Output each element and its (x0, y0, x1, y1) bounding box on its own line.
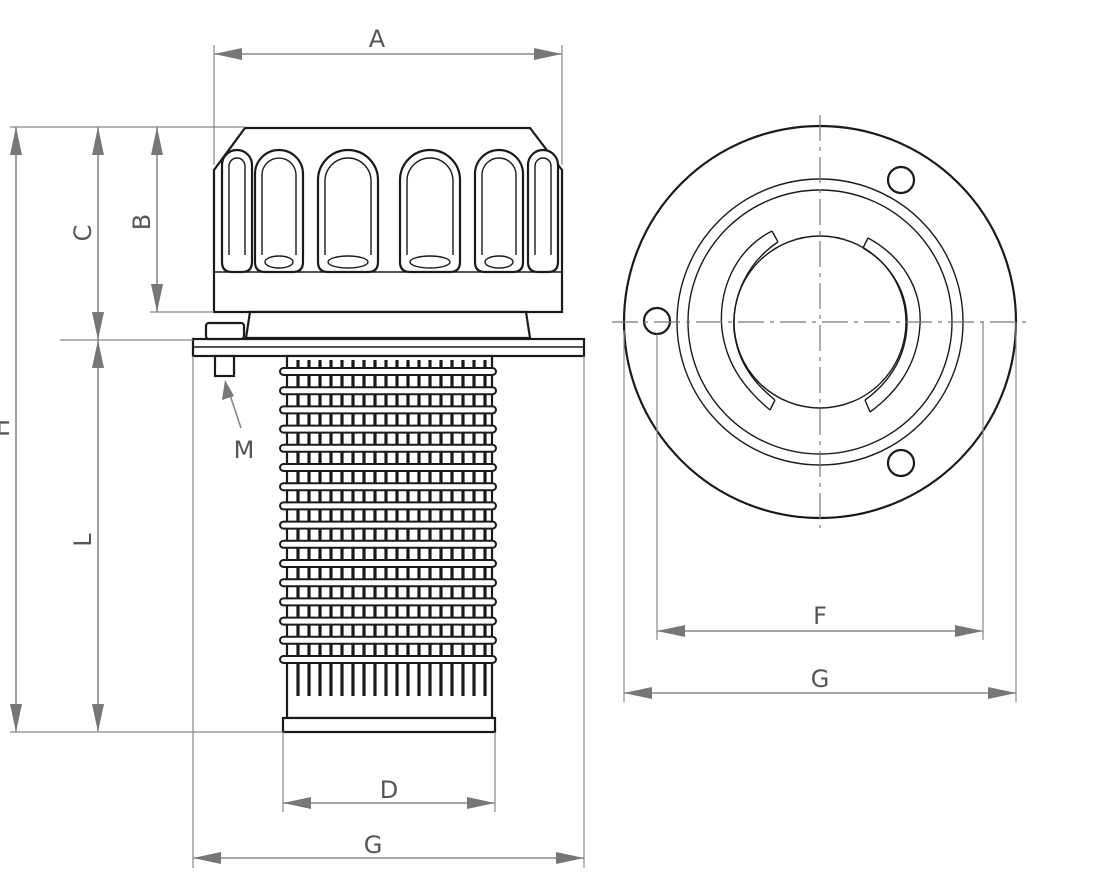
label-l: L (69, 533, 97, 547)
screw (204, 321, 246, 378)
mounting-hole (886, 448, 916, 478)
dimension-l: L (69, 340, 104, 732)
mounting-hole (886, 165, 916, 195)
bayonet-opening (720, 230, 921, 413)
leader-m: M (222, 380, 254, 464)
mounting-hole (642, 306, 672, 336)
dimension-g-top: G (623, 322, 1017, 702)
dimension-h: H (0, 127, 22, 732)
label-f: F (813, 602, 827, 630)
dimension-g-side: G (192, 356, 585, 868)
dimension-f: F (656, 322, 984, 640)
label-g-top: G (811, 665, 830, 693)
dimension-a: A (213, 25, 563, 165)
label-g-side: G (364, 831, 383, 859)
strainer-basket (279, 354, 497, 734)
label-b: B (128, 214, 156, 230)
dimension-d: D (282, 732, 496, 812)
top-view: F G (612, 115, 1028, 702)
side-view: A B C H (0, 25, 586, 868)
label-h: H (0, 419, 15, 437)
label-m: M (234, 436, 255, 464)
label-d: D (380, 776, 398, 804)
breather-cap (212, 126, 564, 340)
dimension-b: B (128, 127, 163, 312)
label-c: C (69, 225, 97, 242)
dimension-c: C (69, 127, 104, 340)
cap-slots (220, 148, 560, 274)
label-a: A (369, 25, 386, 53)
